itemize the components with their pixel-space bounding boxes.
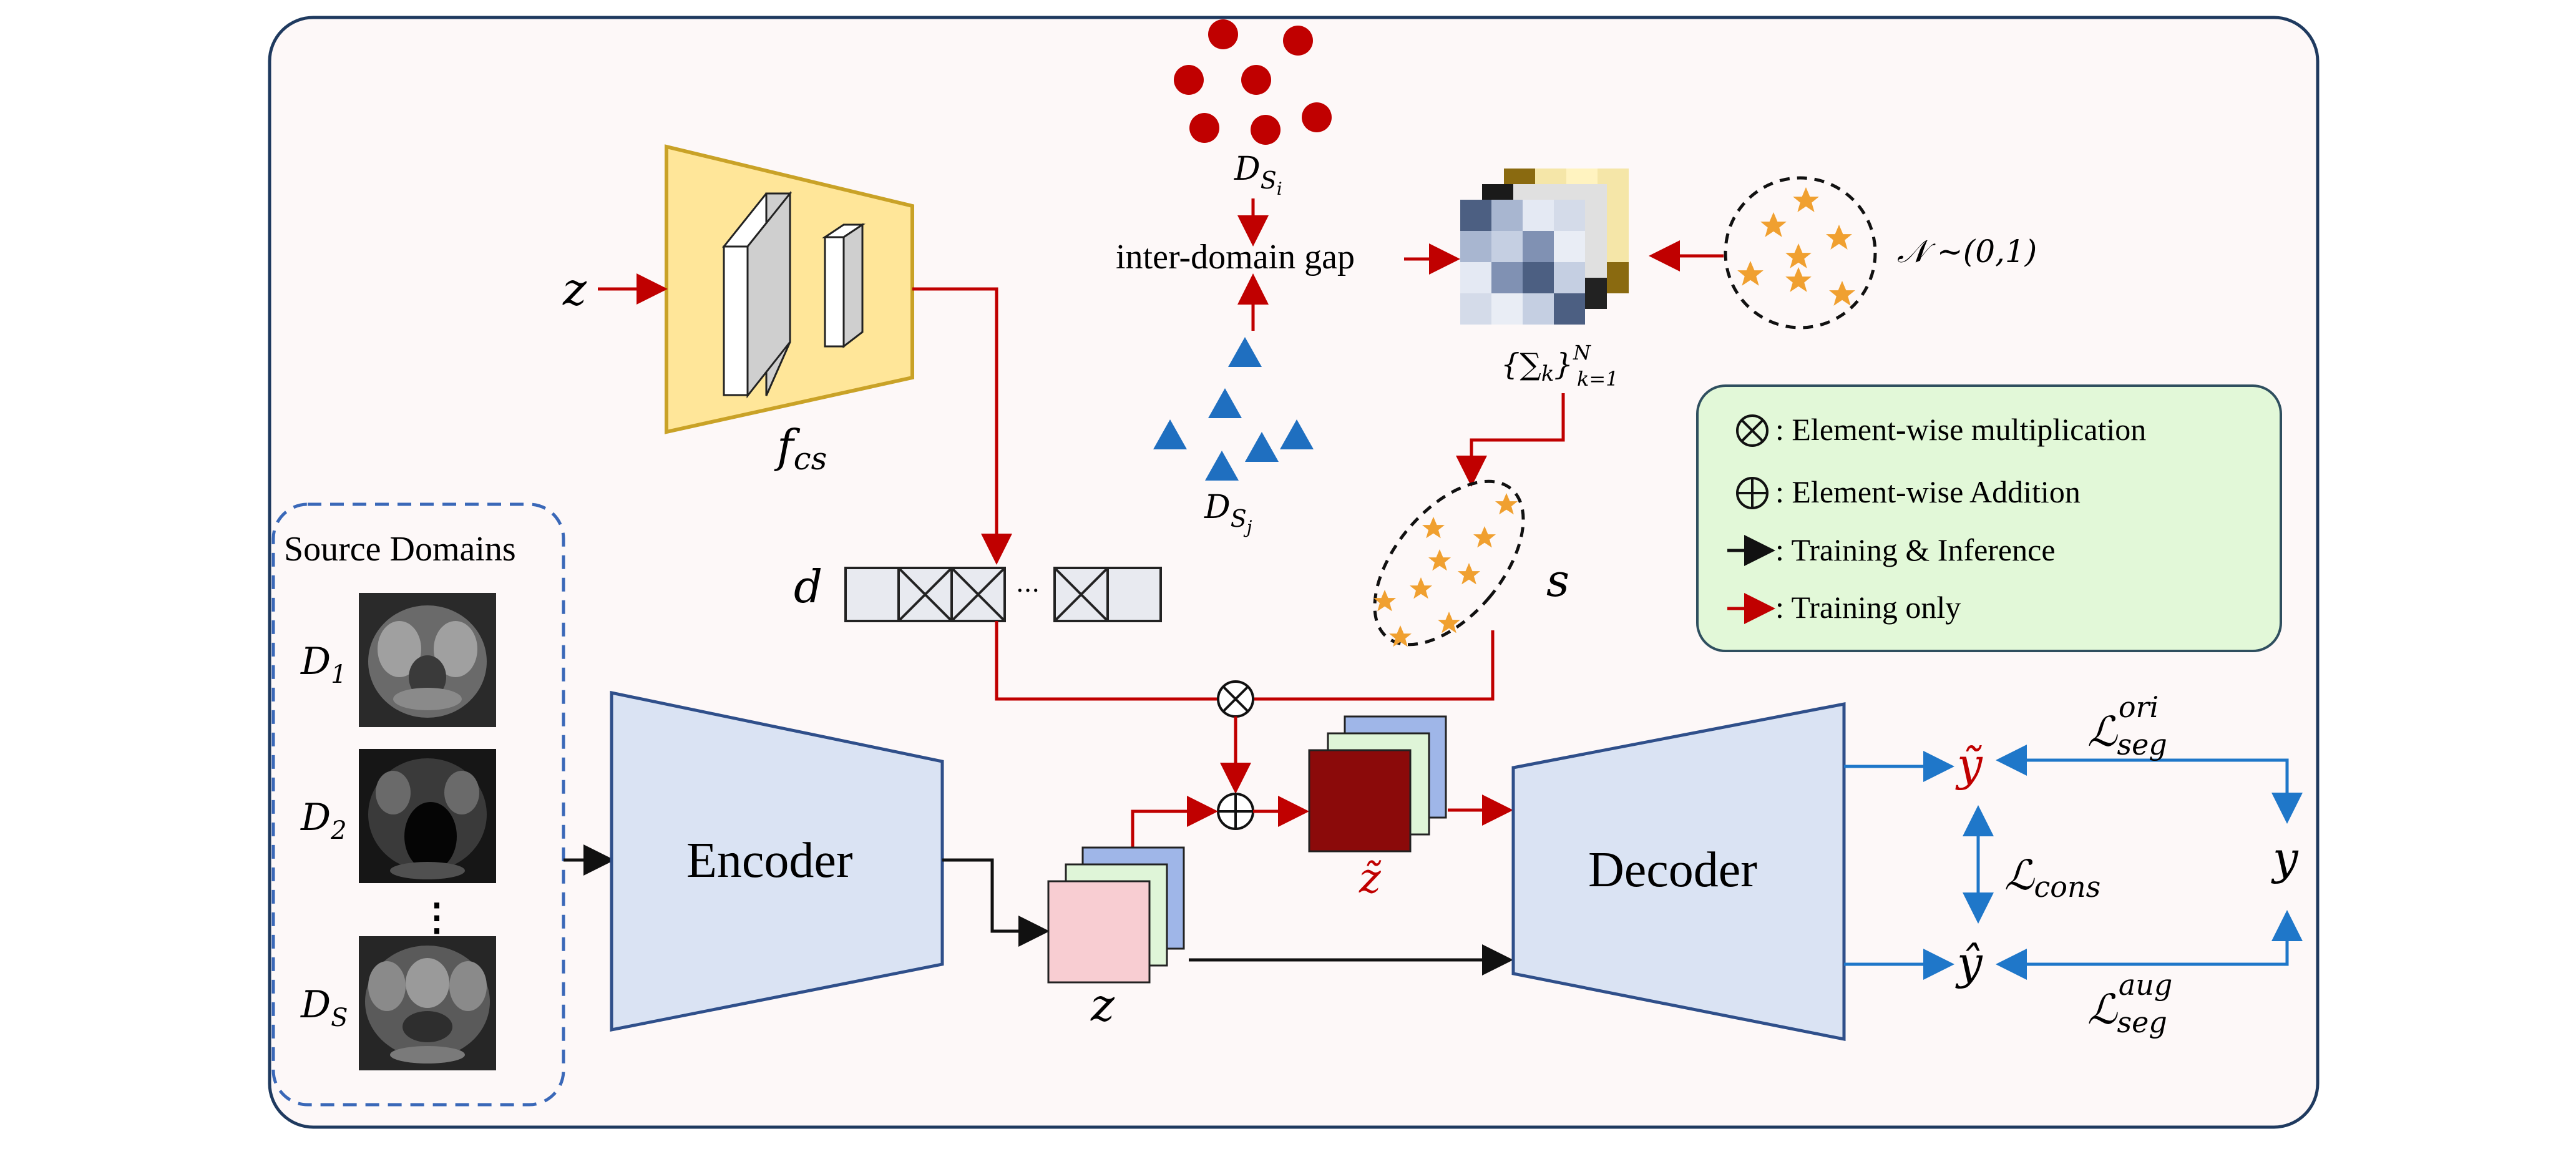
domain-sj-label: DSj bbox=[1204, 489, 1252, 537]
y-to-ytilde-line bbox=[1996, 745, 2303, 824]
domain-sj-samples bbox=[1153, 337, 1314, 481]
d-ellipsis: ··· bbox=[1016, 577, 1040, 605]
normal-distribution-samples bbox=[1724, 176, 1877, 330]
legend-item-addition: : Element-wise Addition bbox=[1775, 474, 2081, 509]
d-label: d bbox=[794, 560, 822, 613]
d-to-multiply-line bbox=[995, 621, 1217, 701]
legend-item-multiplication: : Element-wise multiplication bbox=[1775, 412, 2146, 447]
normal-distribution-label: 𝒩 ~(0,1) bbox=[1897, 233, 2037, 270]
legend-oplus-icon bbox=[1736, 477, 1769, 509]
domain-si-samples bbox=[1174, 19, 1332, 145]
s-label: s bbox=[1546, 554, 1569, 607]
z-tilde-feature-stack bbox=[1308, 715, 1447, 853]
legend-otimes-icon bbox=[1736, 414, 1769, 447]
inter-domain-gap-label: inter-domain gap bbox=[1116, 238, 1355, 276]
decoder-block bbox=[1511, 702, 1846, 1042]
legend-item-training-inference: : Training & Inference bbox=[1775, 532, 2056, 567]
encoder-label: Encoder bbox=[686, 833, 853, 888]
mri-image-ds bbox=[359, 936, 496, 1070]
domain-si-label: DSi bbox=[1234, 150, 1282, 199]
vdots: ⋮ bbox=[418, 896, 456, 939]
y-hat-label: ŷ bbox=[1955, 937, 1983, 989]
y-tilde-label: ỹ bbox=[1955, 738, 1983, 791]
add-operator bbox=[1217, 793, 1254, 830]
covariance-to-s-arrow bbox=[1456, 393, 1565, 487]
y-label: y bbox=[2271, 832, 2299, 884]
l-seg-aug-label: ℒsegaug bbox=[2087, 968, 2172, 1039]
mri-image-d1 bbox=[359, 593, 496, 727]
y-to-yhat-line bbox=[1996, 910, 2303, 980]
source-domains-title: Source Domains bbox=[284, 530, 516, 569]
encoder-to-z-arrow bbox=[942, 858, 1050, 947]
z-feature-label: z bbox=[1090, 979, 1115, 1031]
source-domains-panel bbox=[271, 502, 565, 1107]
multiply-operator bbox=[1217, 680, 1254, 718]
d-vector bbox=[844, 567, 1162, 622]
d2-label: D2 bbox=[300, 796, 347, 845]
l-seg-ori-label: ℒsegori bbox=[2087, 690, 2167, 761]
legend: : Element-wise multiplication : Element-… bbox=[1696, 384, 2282, 652]
encoder-block bbox=[610, 690, 944, 1032]
z-tilde-label: z̃ bbox=[1359, 854, 1382, 902]
z-feature-stack bbox=[1047, 846, 1185, 984]
s-to-multiply-line bbox=[1254, 630, 1495, 701]
s-sample-ellipse bbox=[1373, 479, 1525, 647]
ds-label: DS bbox=[300, 983, 348, 1032]
legend-item-training-only: : Training only bbox=[1775, 590, 1961, 625]
mri-image-d2 bbox=[359, 749, 496, 883]
fcs-to-d-arrow bbox=[912, 287, 1012, 565]
fcs-network bbox=[665, 144, 914, 434]
z-to-add-arrow bbox=[1131, 796, 1218, 849]
l-cons-label: ℒcons bbox=[2004, 851, 2100, 904]
decoder-label: Decoder bbox=[1588, 843, 1757, 897]
z-input-label: z bbox=[562, 263, 587, 315]
d1-label: D1 bbox=[300, 640, 347, 689]
covariance-matrix-stack bbox=[1460, 169, 1629, 325]
